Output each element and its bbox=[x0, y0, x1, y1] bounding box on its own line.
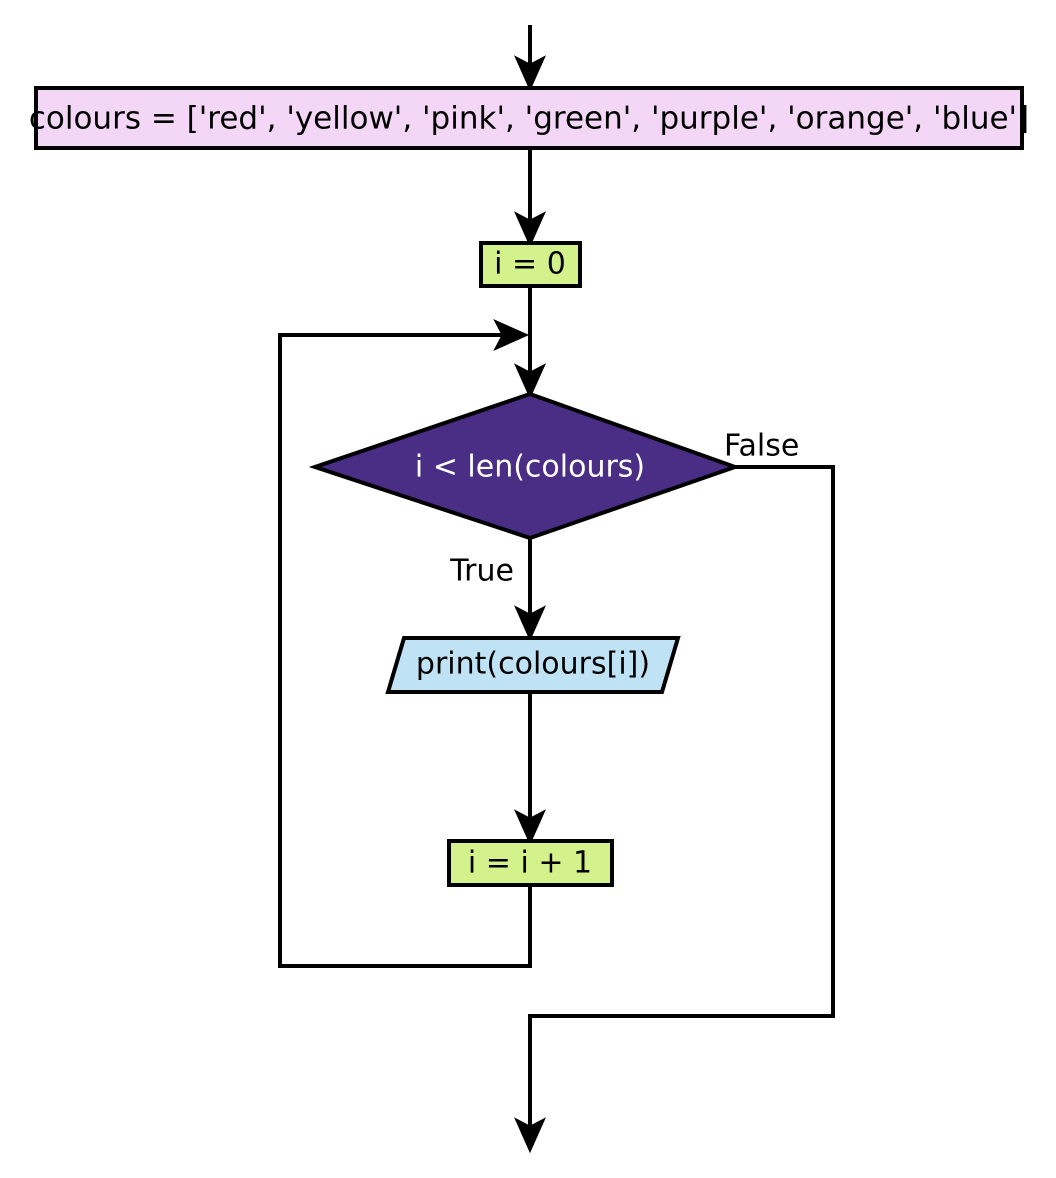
node-counter-init-shape bbox=[479, 241, 582, 288]
node-increment-shape bbox=[447, 839, 614, 887]
node-list-init[interactable]: colours = ['red', 'yellow', 'pink', 'gre… bbox=[29, 86, 1029, 150]
node-list-init-label: colours = ['red', 'yellow', 'pink', 'gre… bbox=[29, 101, 1029, 137]
node-output-label: print(colours[i]) bbox=[416, 647, 650, 682]
edge-label-true: True bbox=[449, 554, 514, 589]
edge-condition-false-to-exit bbox=[514, 465, 835, 1154]
node-list-init-shape bbox=[34, 86, 1024, 150]
edge-loop-back-to-condition bbox=[278, 319, 532, 968]
node-condition[interactable]: i < len(colours) bbox=[308, 391, 742, 541]
node-counter-init-label: i = 0 bbox=[494, 247, 566, 282]
node-condition-shape bbox=[308, 391, 742, 541]
node-increment[interactable]: i = i + 1 bbox=[447, 839, 614, 887]
node-counter-init[interactable]: i = 0 bbox=[479, 241, 582, 288]
node-output[interactable]: print(colours[i]) bbox=[385, 636, 681, 694]
edge-label-false: False bbox=[724, 429, 799, 464]
node-increment-label: i = i + 1 bbox=[468, 846, 592, 881]
node-output-shape bbox=[385, 636, 681, 694]
node-condition-label: i < len(colours) bbox=[415, 450, 645, 485]
